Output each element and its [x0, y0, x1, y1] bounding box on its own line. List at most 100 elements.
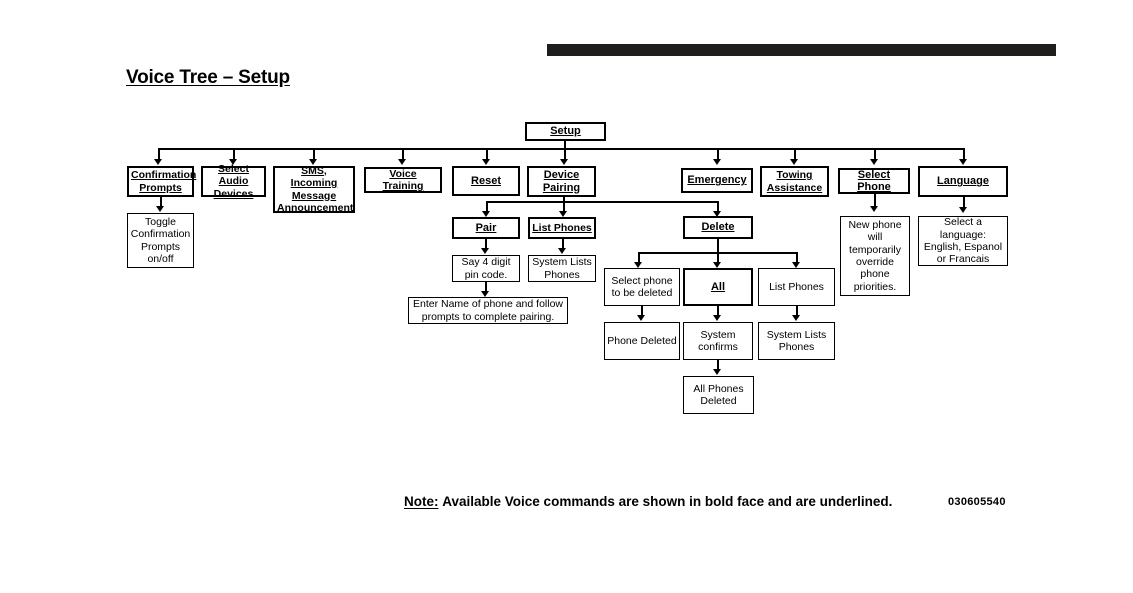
connector-list-phones-del-to-system	[796, 306, 798, 316]
node-list-phones-device-pairing[interactable]: List Phones	[528, 217, 596, 239]
arrow-list-phones-device-pairing	[559, 211, 567, 217]
connector-system-confirms-to-all-deleted	[717, 360, 719, 370]
node-system-lists-phones-del-label: System Lists Phones	[766, 328, 827, 353]
connector-drop-audio	[233, 148, 235, 160]
connector-drop-confirmation	[158, 148, 160, 160]
node-say-pin-label: Say 4 digit pin code.	[461, 256, 511, 281]
node-confirmation-prompts[interactable]: Confirmation Prompts	[127, 166, 197, 197]
arrow-list-phones-delete	[792, 262, 800, 268]
node-voice-training[interactable]: Voice Training	[364, 167, 442, 193]
node-select-phone-to-be-deleted-label: Select phone to be deleted	[611, 274, 673, 299]
node-towing-assistance[interactable]: Towing Assistance	[760, 166, 829, 197]
arrow-enter-name	[481, 291, 489, 297]
node-toggle-confirmation-label: Toggle Confirmation Prompts on/off	[130, 215, 191, 265]
connector-list-phones-dp-to-system	[562, 239, 564, 249]
node-reset[interactable]: Reset	[452, 166, 520, 196]
node-sms-incoming-label: SMS, Incoming Message Announcement	[277, 164, 354, 214]
node-reset-label: Reset	[471, 174, 501, 187]
node-pair-label: Pair	[475, 221, 497, 234]
arrow-confirmation-prompts	[154, 159, 162, 165]
node-say-4-digit-pin: Say 4 digit pin code.	[452, 255, 520, 282]
node-all[interactable]: All	[683, 268, 753, 306]
node-device-pairing[interactable]: Device Pairing	[527, 166, 596, 197]
footer-note-label: Note:	[404, 494, 439, 509]
node-all-phones-deleted-label: All Phones Deleted	[693, 382, 744, 407]
arrow-all	[713, 262, 721, 268]
connector-delete-stem	[717, 239, 719, 252]
connector-confirmation-to-toggle	[160, 197, 162, 207]
node-phone-deleted: Phone Deleted	[604, 322, 680, 360]
connector-drop-delete	[717, 201, 719, 212]
node-setup[interactable]: Setup	[525, 122, 606, 141]
arrow-device-pairing	[560, 159, 568, 165]
node-select-audio-devices[interactable]: Select Audio Devices	[201, 162, 266, 200]
node-system-confirms: System confirms	[683, 322, 753, 360]
node-enter-name-label: Enter Name of phone and follow prompts t…	[412, 298, 563, 323]
connector-drop-language	[963, 148, 965, 160]
node-toggle-confirmation-prompts: Toggle Confirmation Prompts on/off	[127, 213, 194, 268]
arrow-system-lists-phones-dp	[558, 248, 566, 254]
node-enter-name-of-phone: Enter Name of phone and follow prompts t…	[408, 297, 568, 324]
document-code: 030605540	[948, 496, 1006, 508]
node-emergency-label: Emergency	[687, 174, 747, 187]
arrow-phone-deleted	[637, 315, 645, 321]
node-delete-label: Delete	[701, 221, 735, 234]
arrow-system-lists-phones-delete	[792, 315, 800, 321]
header-rule	[547, 44, 1056, 56]
node-language-label: Language	[937, 175, 989, 188]
node-system-confirms-label: System confirms	[698, 328, 738, 353]
node-voice-training-label: Voice Training	[382, 167, 424, 192]
node-confirmation-prompts-label: Confirmation Prompts	[131, 169, 197, 194]
arrow-new-phone-override	[870, 206, 878, 212]
node-select-phone[interactable]: Select Phone	[838, 168, 910, 194]
connector-drop-pair	[486, 201, 488, 212]
page-title: Voice Tree – Setup	[126, 67, 290, 88]
node-language[interactable]: Language	[918, 166, 1008, 197]
node-device-pairing-label: Device Pairing	[542, 169, 581, 194]
arrow-pair	[482, 211, 490, 217]
connector-drop-list-phones-dp	[563, 201, 565, 212]
node-select-phone-label: Select Phone	[857, 168, 891, 193]
connector-drop-all	[717, 252, 719, 263]
node-setup-label: Setup	[550, 125, 581, 138]
node-list-phones-delete: List Phones	[758, 268, 835, 306]
arrow-select-a-language	[959, 207, 967, 213]
connector-drop-select-phone	[874, 148, 876, 160]
node-system-lists-phones-delete: System Lists Phones	[758, 322, 835, 360]
arrow-all-phones-deleted	[713, 369, 721, 375]
node-system-lists-phones-device-pairing: System Lists Phones	[528, 255, 596, 282]
node-select-audio-devices-label: Select Audio Devices	[213, 162, 254, 200]
node-system-lists-phones-dp-label: System Lists Phones	[532, 256, 592, 281]
node-delete[interactable]: Delete	[683, 216, 753, 239]
node-phone-deleted-label: Phone Deleted	[607, 334, 677, 347]
connector-main-bar	[158, 148, 964, 150]
node-select-a-language: Select a language: English, Espanol or F…	[918, 216, 1008, 266]
arrow-emergency	[713, 159, 721, 165]
node-list-phones-dp-label: List Phones	[532, 221, 592, 234]
arrow-select-audio-devices	[229, 159, 237, 165]
node-new-phone-override-label: New phone will temporarily override phon…	[848, 218, 902, 293]
node-emergency[interactable]: Emergency	[681, 168, 753, 193]
connector-device-pairing-stem	[563, 197, 565, 203]
arrow-select-phone-to-be-deleted	[634, 262, 642, 268]
connector-drop-reset	[486, 148, 488, 160]
connector-drop-list-phones-del	[796, 252, 798, 263]
arrow-say-pin	[481, 248, 489, 254]
connector-select-phone-to-override	[874, 194, 876, 207]
connector-drop-select-phone-delete	[638, 252, 640, 263]
arrow-towing-assistance	[790, 159, 798, 165]
footer-note: Note: Available Voice commands are shown…	[404, 494, 892, 509]
arrow-toggle-confirmation	[156, 206, 164, 212]
arrow-delete	[713, 211, 721, 217]
connector-pin-to-enter-name	[485, 282, 487, 292]
connector-pair-to-pin	[485, 239, 487, 249]
node-all-phones-deleted: All Phones Deleted	[683, 376, 754, 414]
node-sms-incoming-message-announcement[interactable]: SMS, Incoming Message Announcement	[273, 164, 355, 214]
connector-setup-stem	[564, 141, 566, 149]
node-select-a-language-label: Select a language: English, Espanol or F…	[923, 216, 1003, 266]
connector-drop-sms	[313, 148, 315, 160]
footer-note-text: Available Voice commands are shown in bo…	[442, 494, 893, 509]
node-list-phones-del-label: List Phones	[769, 280, 824, 293]
node-pair[interactable]: Pair	[452, 217, 520, 239]
